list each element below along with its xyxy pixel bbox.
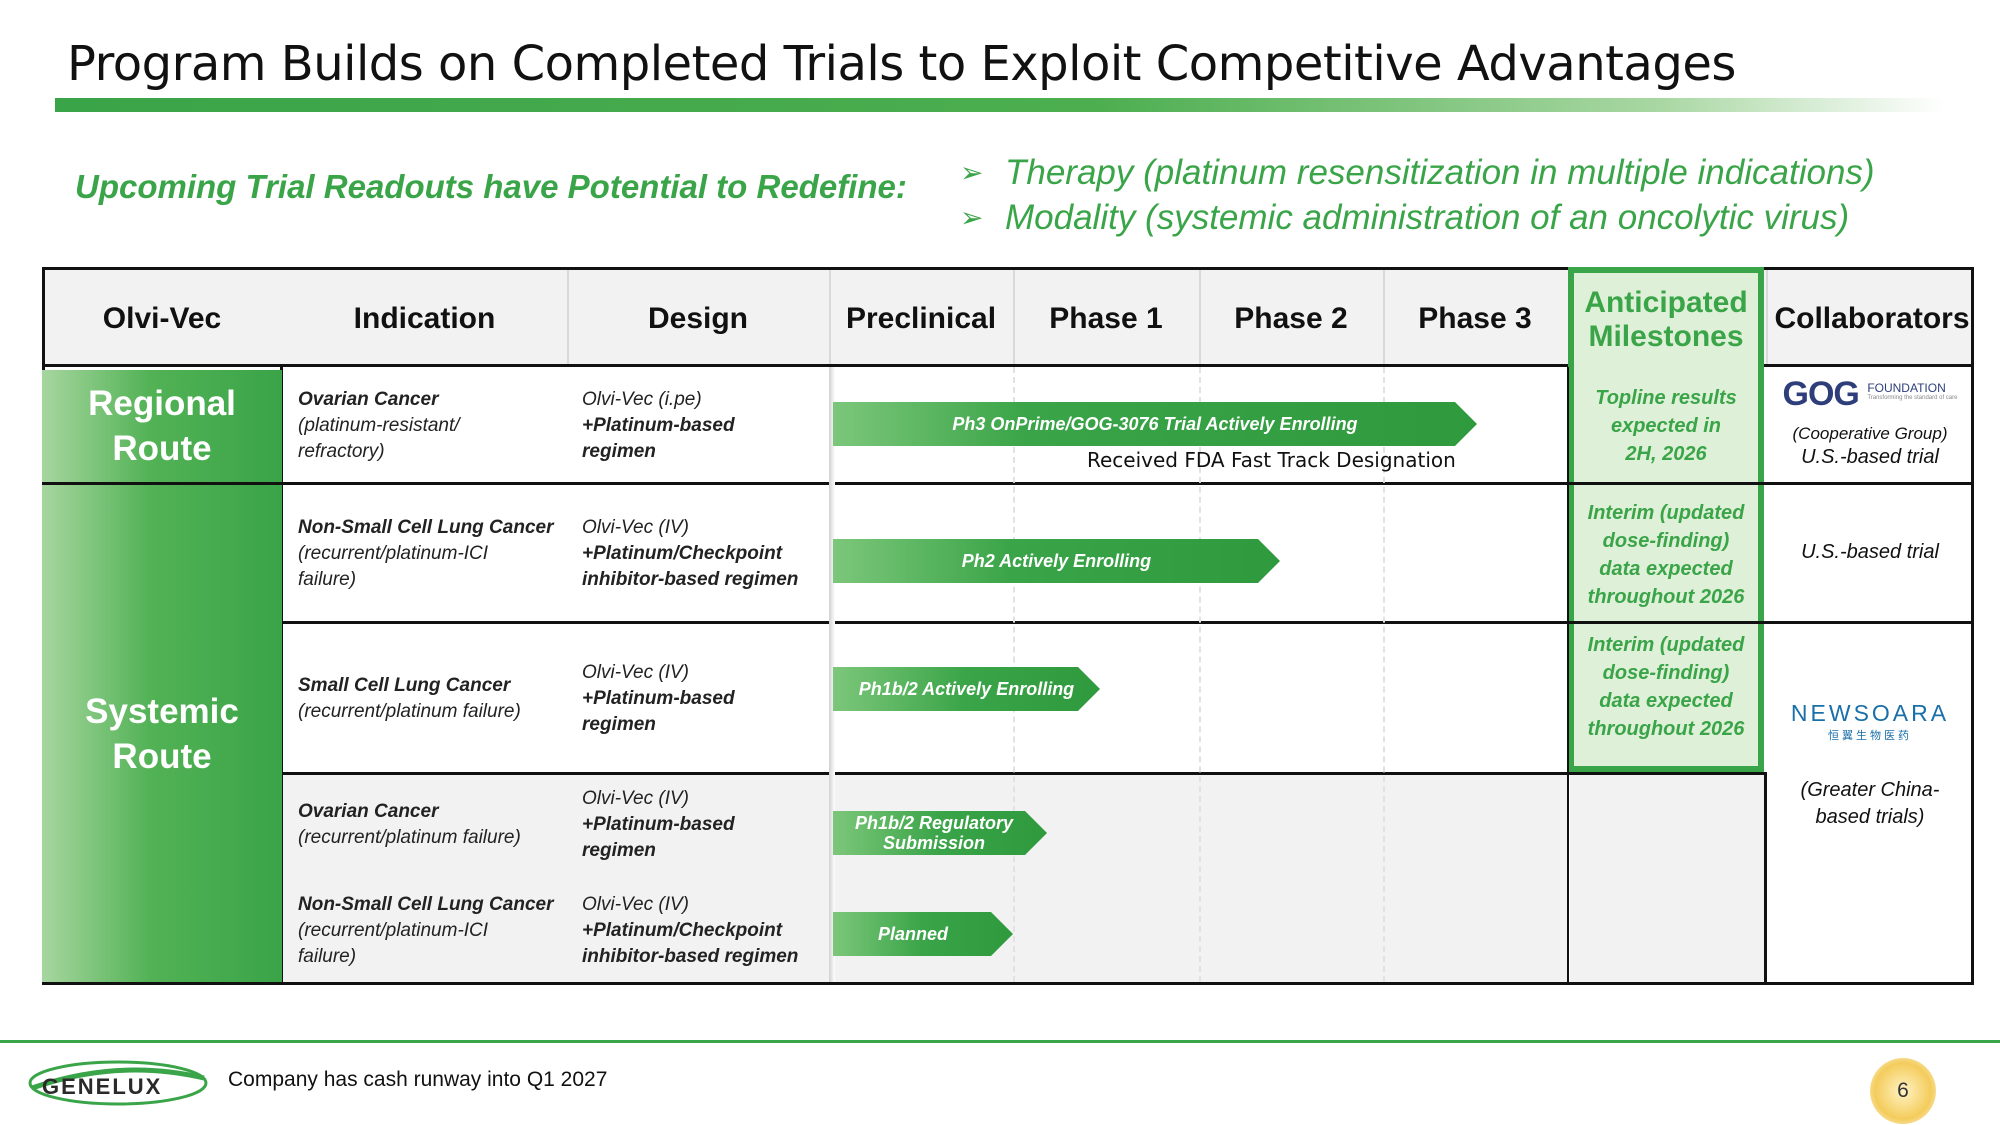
page-title: Program Builds on Completed Trials to Ex… — [67, 36, 1736, 92]
header-milestones: Anticipated Milestones — [1584, 286, 1748, 353]
phase-2-progress-bar: Ph2 Actively Enrolling — [833, 539, 1280, 583]
pipeline-table: Olvi-Vec Indication Design Preclinical P… — [42, 267, 1974, 985]
subheading: Upcoming Trial Readouts have Potential t… — [75, 168, 907, 205]
milestones-column — [1568, 267, 1764, 772]
table-border-bottom — [42, 982, 1974, 985]
header-olvi-vec: Olvi-Vec — [102, 301, 222, 335]
newsoara-note: (Greater China-based trials) — [1800, 779, 1940, 828]
design-cell: Olvi-Vec (IV) +Platinum-based regimen — [582, 662, 735, 735]
indication-cell: Ovarian Cancer (platinum-resistant/ refr… — [298, 389, 460, 462]
header-indication: Indication — [353, 301, 496, 335]
row-divider — [282, 621, 1974, 624]
gog-type: (Cooperative Group) — [1792, 424, 1948, 443]
planned-progress-bar: Planned — [833, 912, 1013, 956]
milestone-divider — [1764, 772, 1767, 985]
phase-1-progress-bar: Ph1b/2 Actively Enrolling — [833, 667, 1100, 711]
fast-track-note: Received FDA Fast Track Designation — [1087, 448, 1456, 472]
phase-3-progress-bar: Ph3 OnPrime/GOG-3076 Trial Actively Enro… — [833, 402, 1477, 446]
arrow-bullet-icon: ➢ — [960, 202, 984, 233]
footer-divider — [0, 1040, 2000, 1043]
newsoara-logo: NEWSOARA 恒翼生物医药 — [1790, 700, 1950, 742]
row-divider — [42, 482, 1974, 485]
header-collaborators: Collaborators — [1774, 301, 1970, 335]
design-cell: Olvi-Vec (IV) +Platinum-based regimen — [582, 788, 735, 861]
header-design: Design — [647, 301, 749, 335]
footer-text: Company has cash runway into Q1 2027 — [228, 1068, 608, 1091]
table-border-right — [1971, 267, 1974, 985]
header-phase-3: Phase 3 — [1418, 301, 1532, 335]
title-underline — [55, 98, 1945, 112]
header-phase-2: Phase 2 — [1234, 301, 1348, 335]
bullet-list: ➢Therapy (platinum resensitization in mu… — [960, 150, 1875, 240]
indication-cell: Non-Small Cell Lung Cancer (recurrent/pl… — [298, 894, 554, 967]
indication-cell: Ovarian Cancer (recurrent/platinum failu… — [298, 801, 521, 848]
header-phase-1: Phase 1 — [1049, 301, 1163, 335]
gog-trial: U.S.-based trial — [1801, 446, 1939, 468]
row-divider — [282, 772, 1764, 775]
bullet-item: ➢Therapy (platinum resensitization in mu… — [960, 152, 1875, 192]
genelux-logo: GENELUX — [28, 1060, 208, 1111]
bullet-item: ➢Modality (systemic administration of an… — [960, 197, 1850, 237]
collaborator-us-trial: U.S.-based trial — [1801, 541, 1939, 563]
design-shadow — [829, 367, 835, 982]
arrow-bullet-icon: ➢ — [960, 157, 984, 188]
indication-cell: Non-Small Cell Lung Cancer (recurrent/pl… — [298, 517, 554, 590]
page-number: 6 — [1870, 1058, 1936, 1124]
design-cell: Olvi-Vec (IV) +Platinum/Checkpoint inhib… — [582, 894, 799, 967]
design-cell: Olvi-Vec (i.pe) +Platinum-based regimen — [582, 389, 735, 462]
gog-logo: GOG FOUNDATION Transforming the standard… — [1782, 375, 1958, 413]
planned-milestone-area — [1570, 775, 1764, 982]
header-preclinical: Preclinical — [845, 301, 997, 335]
indication-cell: Small Cell Lung Cancer (recurrent/platin… — [298, 675, 521, 722]
design-cell: Olvi-Vec (IV) +Platinum/Checkpoint inhib… — [582, 517, 799, 590]
